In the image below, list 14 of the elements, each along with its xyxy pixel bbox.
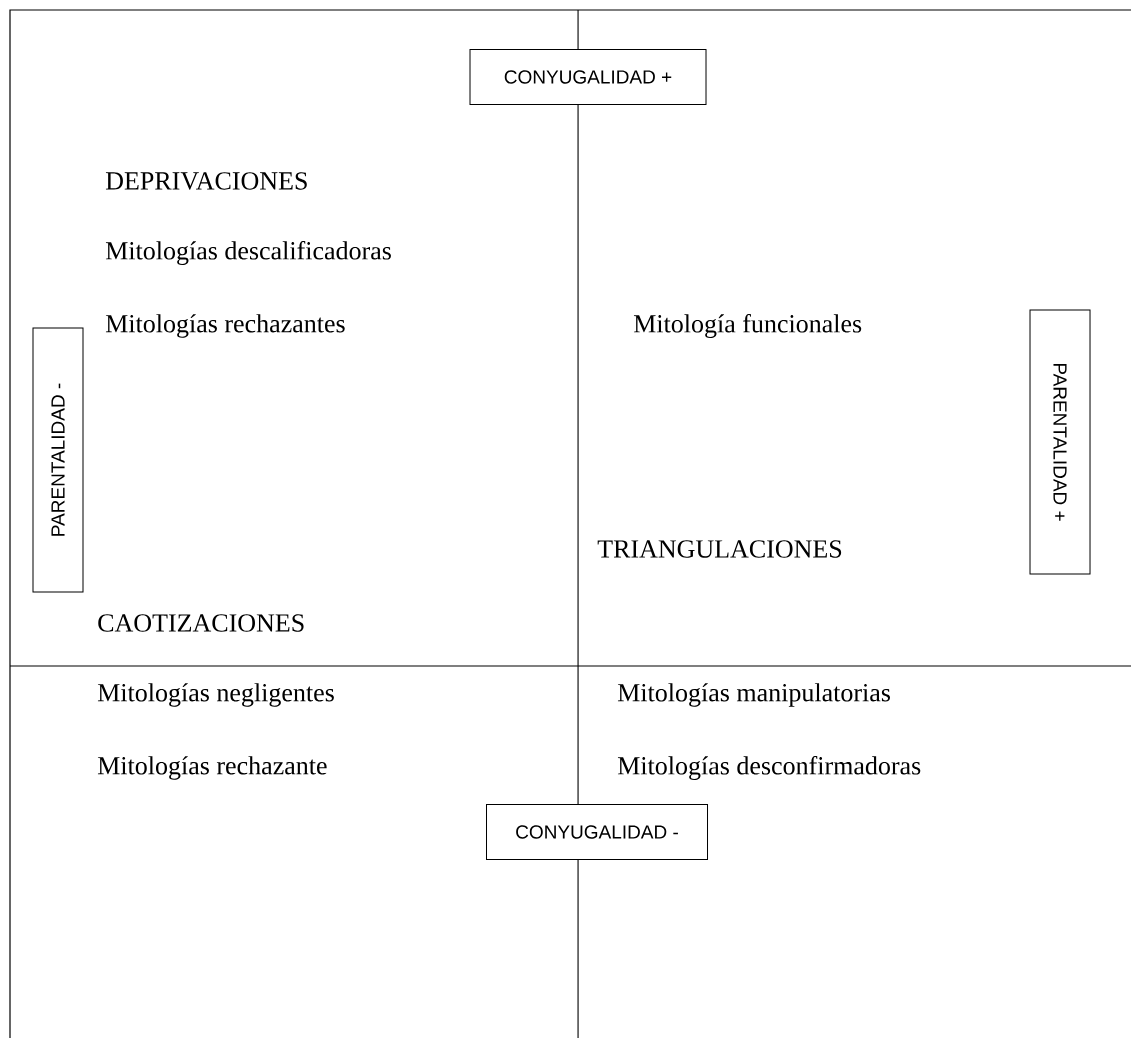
quadrant-text: Mitologías rechazantes: [105, 314, 345, 338]
label-box: CONYUGALIDAD -: [486, 804, 708, 860]
label-box: CONYUGALIDAD +: [469, 49, 707, 105]
quadrant-text: Mitologías desconfirmadoras: [617, 756, 921, 780]
quadrant-text: Mitologías negligentes: [97, 683, 334, 707]
label-box: PARENTALIDAD -: [32, 327, 84, 593]
quadrant-text: Mitología funcionales: [633, 314, 862, 338]
quadrant-text: Mitologías manipulatorias: [617, 683, 890, 707]
quadrant-text: TRIANGULACIONES: [597, 540, 842, 558]
quadrant-text: DEPRIVACIONES: [105, 172, 307, 190]
quadrant-text: CAOTIZACIONES: [98, 614, 304, 632]
label-box: PARENTALIDAD +: [1029, 309, 1091, 575]
quadrant-text: Mitologías descalificadoras: [105, 241, 391, 265]
quadrant-text: Mitologías rechazante: [97, 756, 327, 780]
